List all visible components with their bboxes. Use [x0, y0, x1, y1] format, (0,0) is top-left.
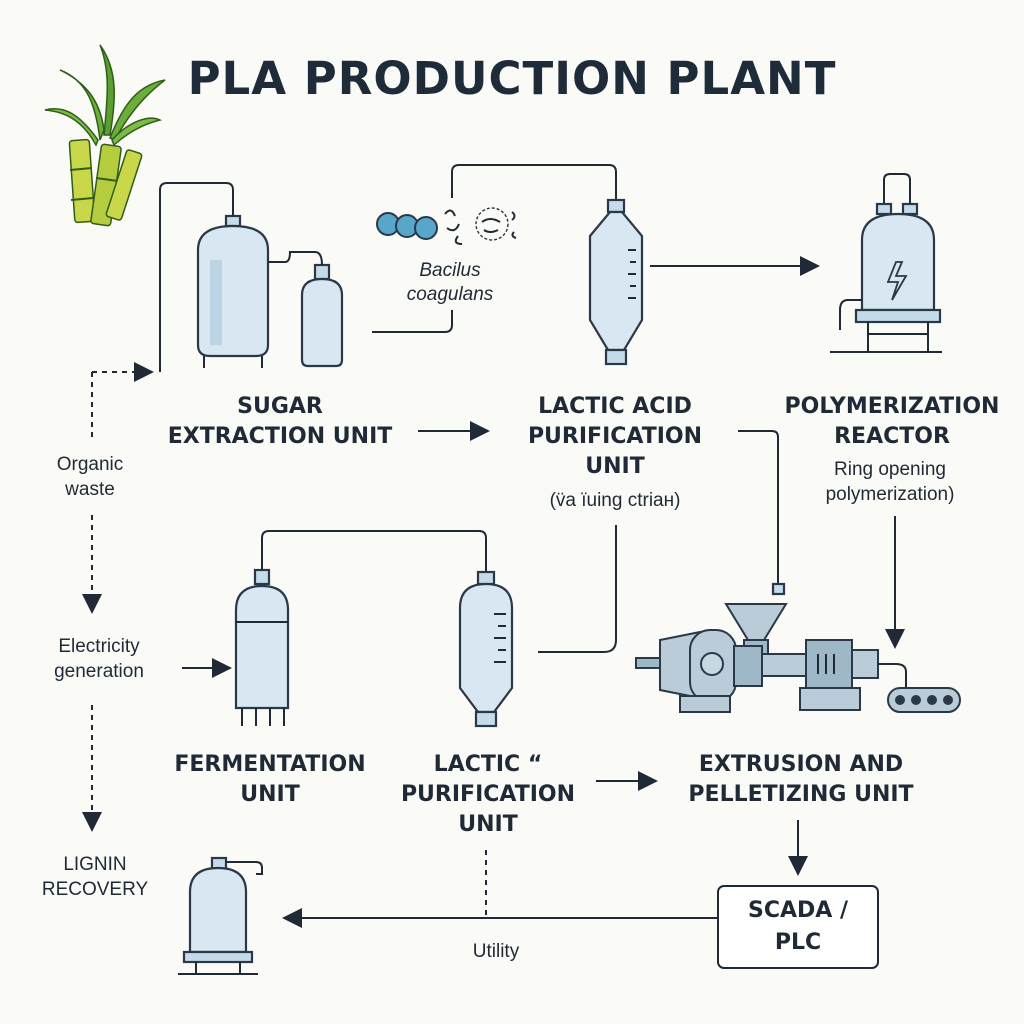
organic-waste-line2: waste — [65, 479, 115, 500]
sugar-extraction-label-line2: EXTRACTION UNIT — [167, 424, 393, 449]
polymerization-note-line1: Ring opening — [834, 459, 946, 480]
scada-line1: SCADA / — [748, 898, 848, 923]
lactic-purification-bottom-label: LACTIC “ PURIFICATION UNIT — [390, 750, 586, 840]
electricity-line2: generation — [54, 661, 144, 682]
utility-label: Utility — [472, 941, 520, 962]
page-title: PLA PRODUCTION PLANT — [187, 52, 837, 105]
extrusion-line1: EXTRUSION AND — [698, 752, 904, 777]
pipe-lactic-to-bottom-column — [538, 525, 617, 653]
pipe-microbe-to-column — [451, 164, 617, 200]
extrusion-pelletizing-label: EXTRUSION AND PELLETIZING UNIT — [666, 750, 936, 810]
fermentation-line2: UNIT — [240, 782, 300, 807]
sugar-extraction-label-line1: SUGAR — [237, 394, 323, 419]
lignin-line1: LIGNIN — [63, 854, 127, 875]
lactic-acid-purification-top-note: (v̈a ïuing ctriaн) — [549, 490, 681, 511]
scada-plc-box[interactable] — [717, 885, 879, 969]
polymerization-note: Ring opening polymerization) — [790, 457, 990, 507]
pipe-to-sugar-tank — [159, 182, 234, 372]
fermentation-unit-label: FERMENTATION UNIT — [160, 750, 380, 810]
lactic-top-line2: PURIFICATION — [527, 424, 703, 449]
pipe-sugar-to-purification — [372, 310, 453, 333]
microbe-icon — [376, 207, 517, 245]
pipe-lactic-to-extruder — [738, 430, 779, 586]
extrusion-line2: PELLETIZING UNIT — [688, 782, 914, 807]
lignin-line2: RECOVERY — [41, 879, 149, 900]
lignin-recovery-tank — [178, 856, 263, 975]
extruder-machine — [635, 603, 961, 713]
scada-plc-label[interactable]: SCADA / PLC — [718, 895, 878, 959]
electricity-line1: Electricity — [58, 636, 140, 657]
organic-waste-label: Organic waste — [30, 452, 150, 502]
pipe-fermentation-to-column — [261, 530, 487, 572]
sugarcane-icon — [44, 44, 166, 227]
polymerization-reactor-label: POLYMERIZATION REACTOR — [770, 392, 1014, 452]
organic-waste-line1: Organic — [56, 454, 124, 475]
polymerization-reactor — [830, 173, 942, 353]
lactic-acid-purification-top-label: LACTIC ACID PURIFICATION UNIT — [490, 392, 740, 482]
polymerization-line1: POLYMERIZATION — [784, 394, 1000, 419]
microbe-label: Bacilus coagulans — [385, 259, 515, 307]
microbe-label-line1: Bacilus — [419, 260, 481, 281]
sugar-extraction-label: SUGAR EXTRACTION UNIT — [150, 392, 410, 452]
electricity-generation-label: Electricity generation — [28, 634, 170, 684]
purification-column-top — [588, 198, 644, 366]
scada-line2: PLC — [774, 930, 822, 955]
lignin-recovery-label: LIGNIN RECOVERY — [25, 852, 165, 902]
lactic-top-line3: UNIT — [585, 454, 645, 479]
polymerization-note-line2: polymerization) — [825, 484, 955, 505]
polymerization-line2: REACTOR — [834, 424, 950, 449]
lactic-bottom-line2: PURIFICATION — [400, 782, 576, 807]
lactic-top-line1: LACTIC ACID — [538, 394, 692, 419]
lactic-bottom-line3: UNIT — [458, 812, 518, 837]
fermentation-tank — [234, 568, 290, 726]
microbe-label-line2: coagulans — [406, 284, 494, 305]
sugar-extraction-tanks — [196, 214, 344, 368]
lactic-bottom-line1: LACTIC “ — [433, 752, 543, 777]
purification-column-bottom — [458, 570, 514, 728]
fermentation-line1: FERMENTATION — [174, 752, 366, 777]
